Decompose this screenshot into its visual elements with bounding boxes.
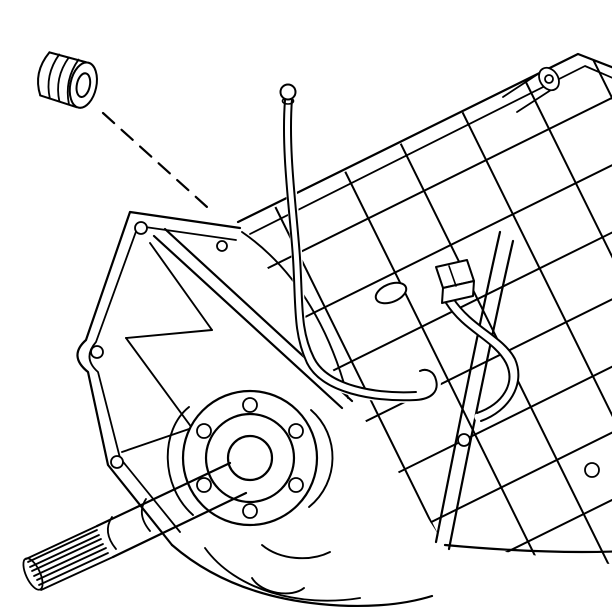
plug-groove bbox=[47, 53, 61, 100]
output-shaft-bore bbox=[226, 434, 274, 482]
vent-tube-mask bbox=[282, 93, 441, 403]
shaft-bottom-edge bbox=[111, 491, 248, 559]
shaft-top-edge bbox=[95, 461, 232, 528]
side-bolt-hole bbox=[584, 462, 600, 478]
output-flange-outer bbox=[181, 389, 319, 527]
output-flange bbox=[166, 389, 334, 527]
output-flange-hub bbox=[204, 412, 296, 504]
plug-bore bbox=[75, 72, 92, 98]
flange-webbing bbox=[121, 242, 213, 453]
output-flange-bolt-holes bbox=[196, 397, 304, 519]
flange-outer-outline bbox=[76, 210, 242, 547]
upper-rib bbox=[241, 231, 349, 399]
flange-bolt-holes bbox=[90, 221, 228, 469]
lead-mask bbox=[444, 296, 519, 422]
plug-bottom-edge bbox=[39, 94, 78, 109]
case-bottom-outline bbox=[170, 543, 434, 607]
case-bolt-hole bbox=[457, 433, 471, 447]
vent-tube-ball-end bbox=[279, 83, 297, 105]
boss-arc-right bbox=[308, 409, 334, 508]
connector-lead bbox=[444, 296, 520, 422]
shaft-splines bbox=[22, 525, 114, 591]
plug-groove bbox=[66, 58, 80, 106]
vent-tube-edge bbox=[290, 98, 417, 394]
filler-plug bbox=[37, 51, 98, 109]
boss-arc-left bbox=[166, 406, 194, 516]
diagonal-rib bbox=[152, 234, 344, 410]
case-bottom-right-edge bbox=[443, 543, 612, 554]
connector-front-face bbox=[441, 280, 475, 304]
case-top-edge-inner bbox=[249, 65, 612, 235]
shaft-step bbox=[106, 516, 117, 550]
front-mounting-flange bbox=[76, 210, 354, 547]
plug-top-edge bbox=[48, 51, 88, 64]
plug-groove bbox=[57, 56, 70, 103]
top-mounting-boss bbox=[502, 66, 560, 113]
connector-detail bbox=[448, 265, 457, 287]
plug-face bbox=[68, 61, 98, 109]
vent-tube-edge bbox=[283, 99, 438, 402]
output-shaft bbox=[22, 461, 248, 591]
plug-left-cap bbox=[37, 51, 51, 97]
case-top-edge-outer bbox=[236, 52, 612, 224]
bell-housing-edge bbox=[434, 230, 515, 551]
drawing-root bbox=[22, 51, 612, 607]
bottom-housing bbox=[204, 544, 361, 602]
shaft-step bbox=[140, 498, 151, 532]
harness-connector bbox=[435, 259, 475, 304]
vent-tube bbox=[279, 83, 441, 403]
oval-port bbox=[374, 281, 408, 305]
flange-inner-outline bbox=[88, 225, 237, 533]
